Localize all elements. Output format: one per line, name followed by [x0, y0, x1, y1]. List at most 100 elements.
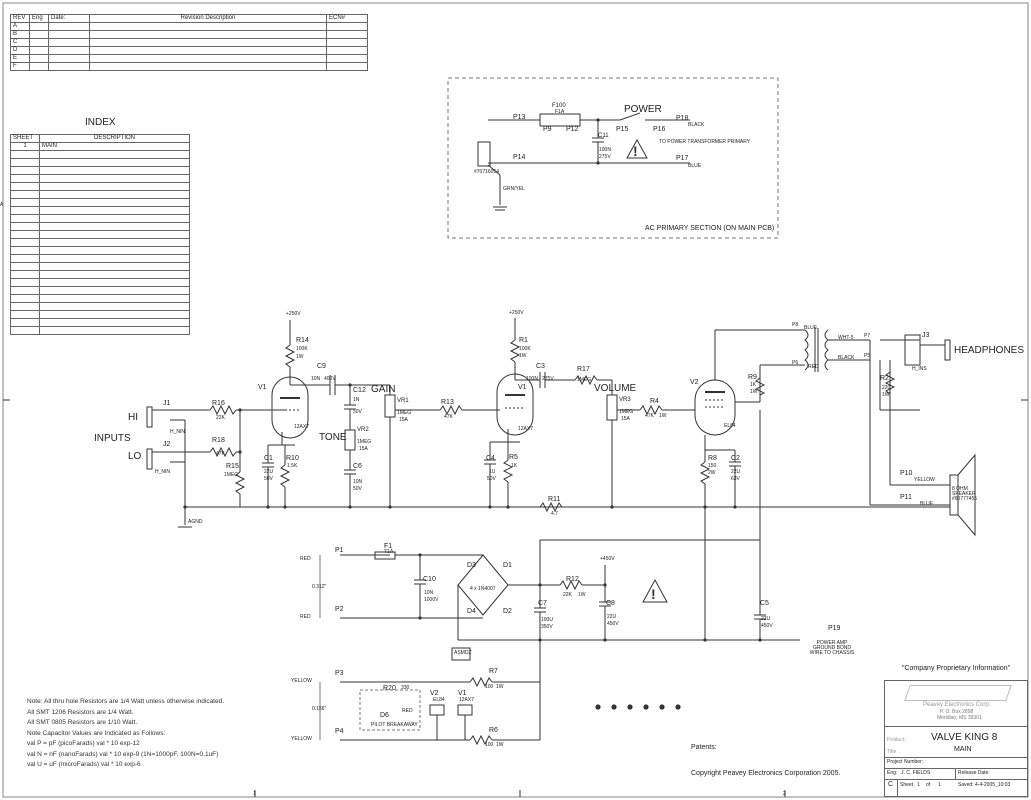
r14-value: 100K [296, 346, 308, 352]
p2-label: P2 [335, 606, 344, 613]
b-plus-2: +250V [509, 310, 524, 316]
r6-value: 100 [485, 742, 494, 748]
lo-label: LO [128, 451, 142, 462]
ground-bond-note: POWER AMP GROUND BOND WIRE TO CHASSIS [809, 640, 855, 656]
r8-label: R8 [708, 455, 717, 462]
copyright-text: Copyright Peavey Electronics Corporation… [691, 770, 841, 777]
vr1-value: 1MEG [397, 410, 412, 416]
p1-red-wire: RED [300, 556, 311, 562]
index-table: SHEET DESCRIPTION 1 MAIN [10, 134, 190, 335]
c2-voltage: 63V [731, 476, 740, 482]
c12-voltage: 50V [353, 409, 362, 415]
v2-label: V2 [690, 379, 699, 386]
volume-label: VOLUME [594, 383, 637, 394]
dim-bottom: 0.156" [312, 706, 327, 712]
c6-label: C6 [353, 463, 362, 470]
note-line: val N = nF (nanoFarads) val * 10 exp-9 (… [27, 750, 219, 758]
c5-label: C5 [760, 600, 769, 607]
r18-value: 47K [216, 451, 225, 457]
revision-row: D [10, 46, 368, 55]
c10-voltage: 1000V [424, 597, 439, 603]
c1-voltage: 50V [264, 476, 273, 482]
p13-label: P13 [513, 114, 526, 121]
hi-label: HI [128, 412, 138, 423]
patents-label: Patents: [691, 744, 717, 751]
c4-value: 1U [489, 469, 496, 475]
r1-watt: 1W [519, 353, 527, 359]
c1-value: 22U [264, 469, 274, 475]
r18-label: R18 [212, 437, 225, 444]
p4-yellow-wire: YELLOW [291, 736, 312, 742]
c5-value: 22U [761, 616, 771, 622]
power-label: POWER [624, 104, 662, 115]
r17-label: R17 [577, 366, 590, 373]
rev-letter: E [10, 54, 30, 63]
r11-label: R11 [548, 496, 561, 503]
b-plus-1: +250V [286, 311, 301, 317]
r4-value: 47K [645, 413, 654, 419]
title-value: MAIN [954, 746, 972, 753]
j3-label: J3 [922, 332, 930, 339]
peavey-logo [904, 685, 1012, 701]
f1-value: T1A [384, 549, 394, 555]
vr1-label: VR1 [397, 398, 409, 404]
eng-header: Eng [29, 14, 49, 23]
d6-value: RED [402, 708, 413, 714]
p8-label: P8 [792, 322, 799, 328]
description-header: Revision Description [89, 14, 327, 23]
j2-label: J2 [163, 441, 171, 448]
v2-tube: EL84 [724, 423, 736, 429]
rev-letter: B [10, 30, 30, 39]
r7-watt: 1W [496, 684, 504, 690]
r4-watt: 1W [659, 413, 667, 419]
p4-label: P4 [335, 728, 344, 735]
ac-section-title: AC PRIMARY SECTION (ON MAIN PCB) [645, 225, 775, 232]
index-description-header: DESCRIPTION [39, 134, 190, 143]
j2-note: H_NIN [155, 469, 171, 475]
r16-label: R16 [212, 400, 225, 407]
c7-label: C7 [538, 600, 547, 607]
d4-label: D4 [467, 608, 476, 615]
product-label: Product: [887, 737, 906, 743]
note-line: Note: All thru hole Resistors are 1/4 Wa… [27, 698, 225, 705]
title-label: Title [887, 749, 897, 755]
d6-label: D6 [380, 712, 389, 719]
revision-table: REV Eng Date: Revision Description ECN# … [10, 14, 368, 71]
rev-letter-value: C [888, 781, 894, 788]
r12-value: 22K [563, 592, 572, 598]
p10-wire: YELLOW [914, 477, 935, 483]
p9-label: P9 [543, 126, 552, 133]
c5-voltage: 450V [761, 623, 773, 629]
c8-label: C8 [606, 600, 615, 607]
of-value: 1 [938, 782, 941, 788]
r6-watt: 1W [496, 742, 504, 748]
p15-label: P15 [616, 126, 629, 133]
p12-label: P12 [566, 126, 579, 133]
revision-row: B [10, 30, 368, 39]
index-row: 1 MAIN [10, 142, 190, 151]
c8-value: 22U [607, 614, 617, 620]
c10-value: 10N [424, 590, 434, 596]
r9-label: R9 [748, 374, 757, 381]
rev-letter: D [10, 46, 30, 55]
r1-label: R1 [519, 337, 528, 344]
j1-label: J1 [163, 400, 171, 407]
svg-text:!: ! [633, 143, 638, 159]
heater-v2-label: V2 [430, 690, 439, 697]
dim-top: 0.312" [312, 584, 327, 590]
speaker-label: 8 OHM SPEAKER #90777455 [952, 486, 978, 502]
r6-label: R6 [489, 727, 498, 734]
opt-blue-wire: BLUE [804, 325, 818, 331]
r15-label: R15 [226, 463, 239, 470]
p5-label: P5 [864, 353, 871, 359]
c2-label: C2 [731, 455, 740, 462]
c11-label: C11 [598, 133, 609, 139]
asmdz-label: ASMDZ [454, 650, 472, 656]
note-line: All SMT 0805 Resistors are 1/10 Watt. [27, 719, 138, 726]
rev-letter: C [10, 38, 30, 47]
company-address-2: Meridian, MS 39301 [937, 715, 982, 721]
d2-label: D2 [503, 608, 512, 615]
sheet-mark-1: 1 [253, 791, 256, 797]
c11-voltage: 275V [599, 154, 611, 160]
title-block: Peavey Electronics Corp. P. O. Box 2898 … [884, 680, 1028, 797]
